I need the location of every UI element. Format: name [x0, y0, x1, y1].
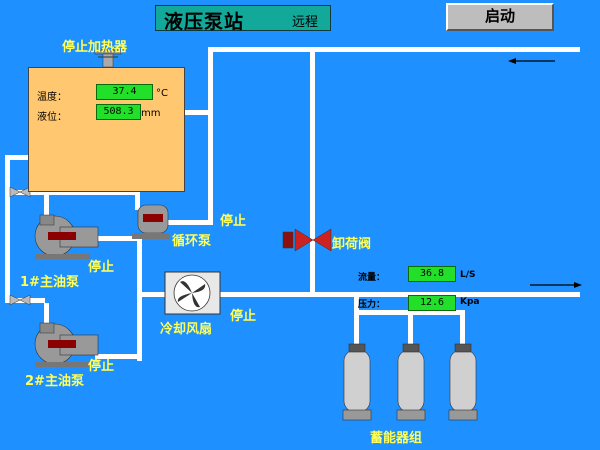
- temperature-label: 温度：: [37, 92, 67, 103]
- level-label: 液位：: [37, 112, 67, 123]
- oil-tank: 温度： 37.4 °C 液位： 508.3 mm: [28, 67, 185, 192]
- level-value: 508.3: [96, 104, 141, 120]
- pipe-left-top: [5, 155, 29, 160]
- start-button[interactable]: 启动: [446, 3, 554, 31]
- main-pump-1-icon: [34, 214, 99, 259]
- accumulator-icon: [342, 343, 478, 421]
- arrow-right-icon: [530, 282, 582, 288]
- flow-value: 36.8: [408, 266, 456, 282]
- pipe-vertical-1: [208, 47, 213, 225]
- pipe-pump2-out: [95, 354, 142, 359]
- circulation-pump-status: 停止: [220, 214, 247, 229]
- flow-unit: L/S: [460, 270, 476, 280]
- level-unit: mm: [141, 108, 161, 119]
- main-pump-2-name: 2#主油泵: [25, 374, 84, 389]
- main-pump-2-status: 停止: [88, 359, 115, 374]
- pressure-unit: Kpa: [460, 297, 480, 307]
- valve-icon: [282, 228, 332, 252]
- accumulator-name: 蓄能器组: [370, 431, 423, 446]
- fan-icon: [164, 271, 221, 315]
- pipe-pressure-line: [137, 292, 580, 297]
- main-pump-1-name: 1#主油泵: [20, 275, 79, 290]
- return-line-top: [208, 47, 580, 52]
- circulation-pump-icon: [132, 204, 170, 239]
- pipe-suction-1: [5, 190, 140, 195]
- page-title: 液压泵站: [164, 11, 245, 33]
- cooling-fan-status: 停止: [230, 309, 257, 324]
- pipe-pump1-out: [95, 236, 140, 241]
- temperature-value: 37.4: [96, 84, 153, 100]
- pipe-pump2-in: [44, 303, 49, 325]
- pipe-circ-in: [135, 190, 140, 210]
- heater-status: 停止: [62, 40, 89, 55]
- pipe-tank-right: [185, 110, 208, 115]
- pipe-left-vertical: [5, 155, 10, 303]
- pipe-vertical-2: [310, 47, 315, 297]
- pressure-value: 12.6: [408, 295, 456, 311]
- arrow-left-icon: [508, 58, 555, 64]
- title-bar: 液压泵站 远程: [155, 5, 331, 33]
- pressure-label: 压力：: [358, 300, 386, 310]
- cooling-fan-name: 冷却风扇: [160, 322, 213, 337]
- heater-name: 加热器: [88, 40, 128, 55]
- flow-label: 流量：: [358, 273, 386, 283]
- control-mode-label: 远程: [292, 15, 319, 30]
- pipe-acc-1: [354, 297, 359, 352]
- main-pump-1-status: 停止: [88, 260, 115, 275]
- pipe-acc-3: [460, 310, 465, 352]
- temperature-unit: °C: [156, 88, 168, 99]
- heater-status-label: 停止加热器: [62, 36, 127, 55]
- pipe-acc-2: [408, 310, 413, 352]
- manual-valve-icon: [9, 186, 31, 306]
- pipe-circ-out: [155, 220, 213, 225]
- pipe-valve: [310, 225, 315, 297]
- pipe-pump1-in: [44, 195, 49, 215]
- heater-icon: [94, 49, 122, 68]
- unload-valve-name: 卸荷阀: [332, 237, 372, 252]
- circulation-pump-name: 循环泵: [172, 234, 212, 249]
- main-pump-2-icon: [34, 322, 99, 367]
- pipe-pump-riser: [137, 236, 142, 361]
